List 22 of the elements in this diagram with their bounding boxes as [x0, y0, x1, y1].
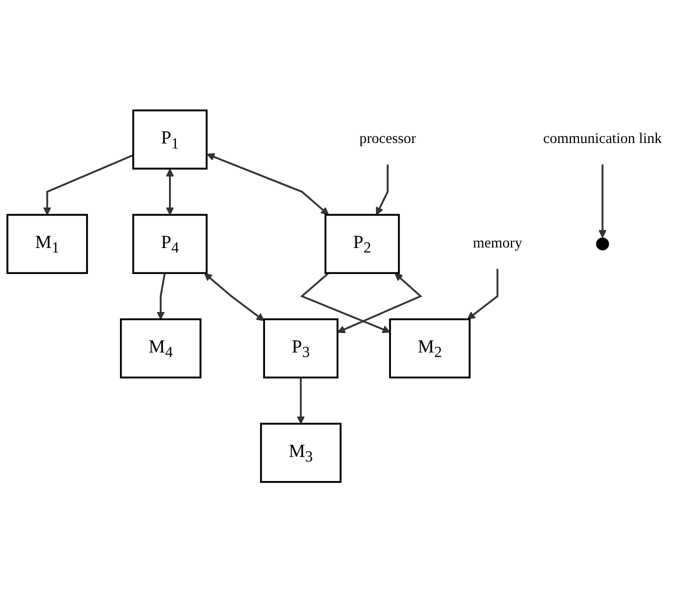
arrow [376, 164, 389, 216]
arrow [166, 168, 174, 216]
process-box: M$_{3}$ [260, 422, 342, 483]
process-box: M$_{1}$ [6, 214, 88, 274]
arrow [300, 272, 390, 333]
arrow [467, 268, 498, 320]
process-box: P$_{2}$ [324, 214, 400, 274]
arrow [156, 272, 166, 320]
arrow [206, 152, 329, 216]
process-box: P$_{1}$ [132, 109, 208, 170]
arrow [598, 164, 607, 238]
process-box: M$_{4}$ [120, 318, 202, 378]
process-box: P$_{3}$ [263, 318, 338, 378]
arrow [337, 272, 422, 334]
callout-text: processor [359, 131, 416, 147]
callout-text: memory [472, 235, 522, 252]
callout-text: communication link [543, 131, 662, 147]
arrow [43, 154, 134, 216]
arrow [296, 377, 305, 424]
process-box: P$_{4}$ [132, 214, 208, 274]
process-box: M$_{2}$ [389, 318, 471, 378]
arrow [204, 272, 264, 321]
